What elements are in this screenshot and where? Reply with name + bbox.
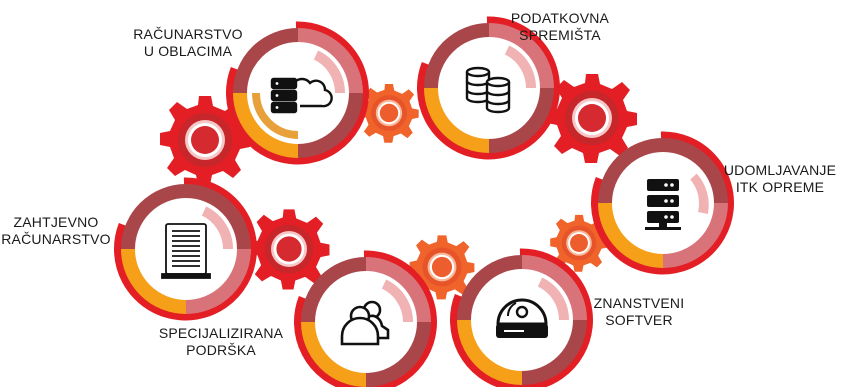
label-storage-line-2: SPREMIŠTA	[519, 27, 601, 43]
label-colocation-line-1: UDOMLJAVANJE	[723, 162, 837, 178]
gear-bottom-middle-icon	[409, 235, 475, 300]
cloud-server-icon	[270, 77, 333, 114]
label-software-line-1: ZNANSTVENI	[593, 295, 685, 311]
supercomputer-icon	[161, 223, 211, 279]
service-ring-colocation	[591, 131, 734, 275]
gear-left-upper-icon	[160, 96, 250, 185]
gear-bottom-right-icon	[550, 214, 608, 272]
label-support-line-2: PODRŠKA	[186, 342, 256, 358]
gear-top-middle-icon	[359, 83, 419, 143]
label-colocation-line-2: ITK OPREME	[735, 179, 825, 195]
label-support: SPECIJALIZIRANA PODRŠKA	[150, 325, 292, 359]
label-data-storage: PODATKOVNA SPREMIŠTA	[500, 10, 620, 44]
label-software: ZNANSTVENI SOFTVER	[584, 295, 694, 329]
label-hpc-line-1: ZAHTJEVNO	[13, 214, 99, 230]
users-icon	[340, 300, 390, 346]
gear-top-right-icon	[547, 74, 637, 163]
label-software-line-2: SOFTVER	[605, 312, 673, 328]
label-cloud-line-1: RAČUNARSTVO	[133, 26, 243, 42]
gear-bottom-left-icon	[248, 209, 330, 290]
label-cloud-line-2: U OBLACIMA	[143, 43, 233, 59]
label-hpc-line-2: RAČUNARSTVO	[1, 231, 111, 247]
label-colocation: UDOMLJAVANJE ITK OPREME	[715, 162, 845, 196]
server-rack-icon	[645, 179, 681, 230]
label-support-line-1: SPECIJALIZIRANA	[158, 325, 284, 341]
label-storage-line-1: PODATKOVNA	[510, 10, 610, 26]
software-disc-icon	[496, 298, 548, 338]
label-hpc: ZAHTJEVNO RAČUNARSTVO	[0, 214, 112, 248]
label-cloud-computing: RAČUNARSTVO U OBLACIMA	[123, 26, 253, 60]
database-icon	[465, 66, 511, 114]
